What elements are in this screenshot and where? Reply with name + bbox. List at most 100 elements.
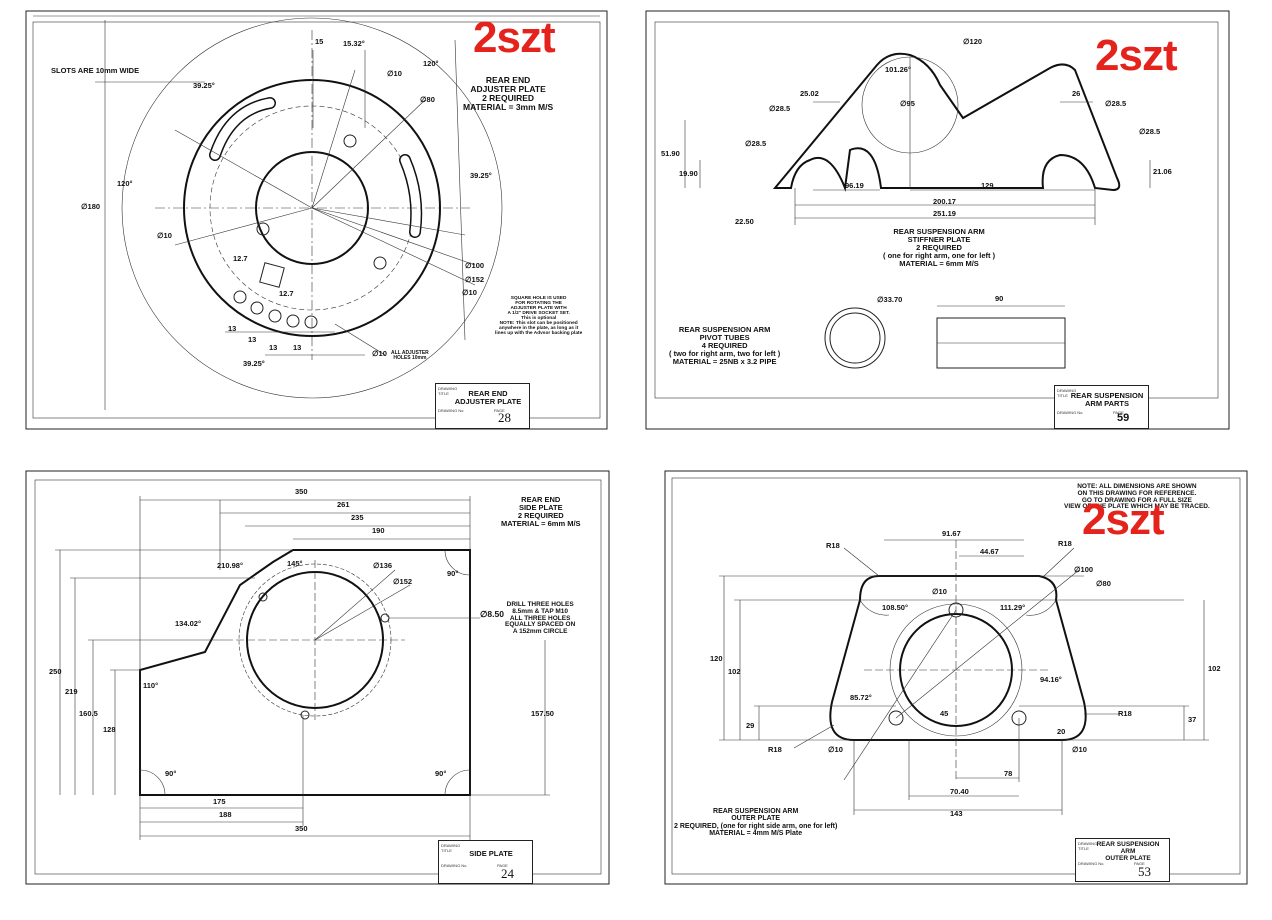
sheet-adjuster-plate: 15 15.32° 120° 39.25° ∅10 ∅80 39.25° ∅18… [25,10,608,430]
stiffener-title: REAR SUSPENSION ARM STIFFNER PLATE 2 REQ… [883,228,995,267]
note-line: ALL ADJUSTER [391,350,429,356]
dim-label: 210.98° [217,561,243,570]
dim-label: ∅95 [900,99,915,108]
title-line: STIFFNER PLATE [907,234,971,244]
page-label: PAGE [1134,861,1145,866]
dim-label: 160.5 [79,709,98,718]
title-line: REAR SUSPENSION ARM [713,808,799,815]
note-line: NOTE: This slot can be positioned [499,321,578,327]
title-line: SIDE PLATE [518,502,563,512]
page-number: 59 [1117,412,1130,424]
title-line: PIVOT TUBES [699,332,750,342]
dim-label: 19.90 [679,169,698,178]
dim-label: 129 [981,181,994,190]
title-line: REAR END [468,389,508,398]
dim-label: 37 [1188,715,1197,724]
title-line: SIDE PLATE [469,849,513,858]
note-line: ADJUSTER PLATE WITH [510,306,567,312]
pivot-tube-end [824,307,886,369]
quantity-mark: 2szt [1095,31,1178,80]
dim-label: 29 [746,721,755,730]
drawing-title: REAR SUSPENSION ARM PARTS [1067,392,1147,408]
dim-label: 261 [337,500,350,509]
page-label: PAGE [494,408,505,413]
dim-label: 78 [1004,769,1013,778]
dim-label: 235 [351,513,364,522]
title-line: 4 REQUIRED [701,340,748,350]
note-line: 8.5mm & TAP M10 [512,607,569,615]
dim-label: 350 [295,487,308,496]
dim-label: 15.32° [343,39,365,48]
dim-label: 145° [287,559,303,568]
dim-label: 200.17 [933,197,956,206]
title-line: OUTER PLATE [1105,854,1151,862]
dim-label: 25.02 [800,89,819,98]
dim-label: ∅152 [393,577,413,586]
dim-label: 94.16° [1040,675,1062,684]
dim-label: ∅10 [932,587,947,596]
adjuster-holes-note: ALL ADJUSTER HOLES 10mm [391,350,429,362]
note-line: GO TO DRAWING FOR A FULL SIZE [1081,496,1192,504]
note-line: EQUALLY SPACED ON [505,621,576,629]
page-number: 24 [501,866,514,881]
dim-label: ∅136 [373,561,393,570]
note-line: FOR ROTATING THE [515,301,562,307]
dim-label: 51.90 [661,149,680,158]
dim-label: 120° [423,59,439,68]
dim-label: 110° [143,681,159,690]
dim-label: 143 [950,809,963,818]
note-line: VIEW OF THE PLATE WHICH MAY BE TRACED. [1064,503,1210,511]
dim-label: 12.7 [233,254,248,263]
dim-label: ∅10 [462,288,477,297]
dim-label: 70.40 [950,787,969,796]
reference-note: NOTE: ALL DIMENSIONS ARE SHOWN ON THIS D… [1064,483,1210,511]
title-line: REAR END [485,75,531,85]
drawing-title-block: DRAWING TITLE SIDE PLATE DRAWING No. PAG… [438,840,533,884]
note-line: A 152mm CIRCLE [512,628,568,636]
drawing-no-label: DRAWING No. [1078,861,1105,866]
dim-label: 96.19 [845,181,864,190]
dim-label: 22.50 [735,217,754,226]
outer-plate-title: REAR SUSPENSION ARM OUTER PLATE 2 REQUIR… [674,808,837,837]
dim-label: 13 [293,343,302,352]
dim-label: 111.29° [1000,603,1026,612]
note-line: anywhere in the plate, as long as it [499,326,579,332]
title-line: REAR END [521,495,561,504]
pivot-tubes-title: REAR SUSPENSION ARM PIVOT TUBES 4 REQUIR… [669,326,780,365]
dim-label: 91.67 [942,529,961,538]
title-line: REAR SUSPENSION [1070,391,1144,400]
page-number: 28 [498,410,511,425]
sheet-outer-plate: R18 91.67 44.67 R18 ∅100 ∅80 ∅10 108.50°… [664,470,1248,885]
title-line: MATERIAL = 3mm M/S [463,101,554,112]
dim-label: 190 [372,526,385,535]
note-line: NOTE: ALL DIMENSIONS ARE SHOWN [1077,483,1197,490]
dim-label: 45 [940,709,949,718]
sheet-side-plate: 350 261 235 190 210.98° 145° ∅136 ∅152 9… [25,470,610,885]
drawing-no-label: DRAWING No. [1057,410,1084,415]
dim-label: ∅8.50 [480,609,504,619]
title-label: DRAWING TITLE [441,843,461,853]
dim-label: 85.72° [850,693,872,702]
dim-label: 13 [248,335,257,344]
drawing-title: SIDE PLATE [451,850,531,858]
title-line: REAR SUSPENSION ARM [678,325,771,334]
dim-label: 250 [49,667,62,676]
title-line: REAR SUSPENSION [1096,841,1160,848]
drawing-no-label: DRAWING No. [441,863,468,868]
dim-label: 128 [103,725,116,734]
drawing-title: REAR SUSPENSION ARM OUTER PLATE [1088,841,1168,862]
dim-label: ∅33.70 [877,295,903,304]
dim-label: 219 [65,687,78,696]
dim-label: 120° [117,179,133,188]
title-line: ADJUSTER PLATE [454,396,522,406]
page-number: 53 [1138,864,1151,879]
slots-note: SLOTS ARE 10mm WIDE [51,66,140,75]
dim-label: ∅10 [157,231,172,240]
dim-label: R18 [1058,539,1072,548]
dim-label: 350 [295,824,308,833]
outer-plate-drawing [664,470,1248,885]
title-line: ( one for right arm, one for left ) [883,250,996,260]
dim-label: ∅80 [1096,579,1111,588]
title-line: 2 REQUIRED [482,92,535,103]
drawing-title: REAR END ADJUSTER PLATE [448,390,528,406]
